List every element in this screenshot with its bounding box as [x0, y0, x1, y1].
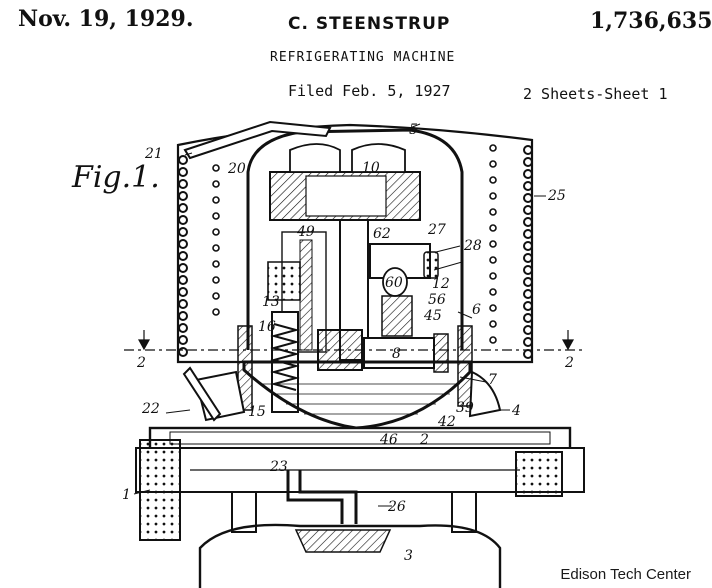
callout-45: 45 — [423, 308, 442, 324]
sheet-count: 2 Sheets-Sheet 1 — [523, 85, 668, 103]
right-cooling-coil — [523, 145, 533, 359]
dome-shell — [246, 128, 464, 350]
callout-2-bottom: 2 — [419, 432, 429, 448]
callout-2-left: 2 — [136, 355, 146, 371]
callout-22: 22 — [141, 401, 160, 417]
evaporator — [198, 523, 502, 588]
pipe-26 — [298, 470, 358, 524]
callout-12: 12 — [432, 276, 450, 292]
callout-23: 23 — [269, 459, 288, 475]
section-line — [124, 330, 586, 351]
filing-date: Filed Feb. 5, 1927 — [288, 82, 451, 100]
cabinet-wall-left — [139, 439, 181, 541]
inner-coils — [212, 144, 497, 344]
inventor-name: C. STEENSTRUP — [288, 14, 451, 34]
callout-26: 26 — [387, 499, 406, 515]
callout-3: 3 — [404, 548, 413, 564]
callout-62: 62 — [373, 226, 391, 242]
callout-16: 16 — [258, 319, 276, 335]
callout-1: 1 — [122, 487, 131, 503]
cabinet-top — [148, 426, 572, 452]
callout-20: 20 — [227, 161, 246, 177]
source-credit: Edison Tech Center — [557, 565, 694, 584]
callout-5: 5 — [409, 122, 418, 138]
callout-42: 42 — [437, 414, 456, 430]
callout-2-right: 2 — [564, 355, 574, 371]
callout-7: 7 — [488, 372, 497, 388]
inlet-pipe — [183, 120, 332, 160]
callout-25: 25 — [547, 188, 566, 204]
cabinet-wall-right — [515, 451, 563, 497]
callout-39: 39 — [456, 400, 474, 416]
patent-date: Nov. 19, 1929. — [18, 6, 194, 32]
callout-15: 15 — [248, 404, 266, 420]
callout-27: 27 — [427, 222, 446, 238]
callout-28: 28 — [463, 238, 482, 254]
callout-8: 8 — [392, 346, 401, 362]
pipe-23 — [286, 470, 344, 524]
callout-6: 6 — [472, 302, 481, 318]
callout-46: 46 — [379, 432, 398, 448]
patent-title: REFRIGERATING MACHINE — [270, 50, 456, 65]
callout-10: 10 — [362, 160, 380, 176]
figure-label: Fig.1. — [72, 160, 160, 195]
callout-56: 56 — [428, 292, 446, 308]
callout-4: 4 — [511, 403, 521, 419]
callout-21: 21 — [144, 146, 163, 162]
callout-60: 60 — [385, 275, 403, 291]
patent-number: 1,736,635 — [590, 8, 712, 34]
left-cooling-coil — [178, 155, 188, 357]
callout-49: 49 — [296, 224, 315, 240]
callout-13: 13 — [262, 294, 280, 310]
